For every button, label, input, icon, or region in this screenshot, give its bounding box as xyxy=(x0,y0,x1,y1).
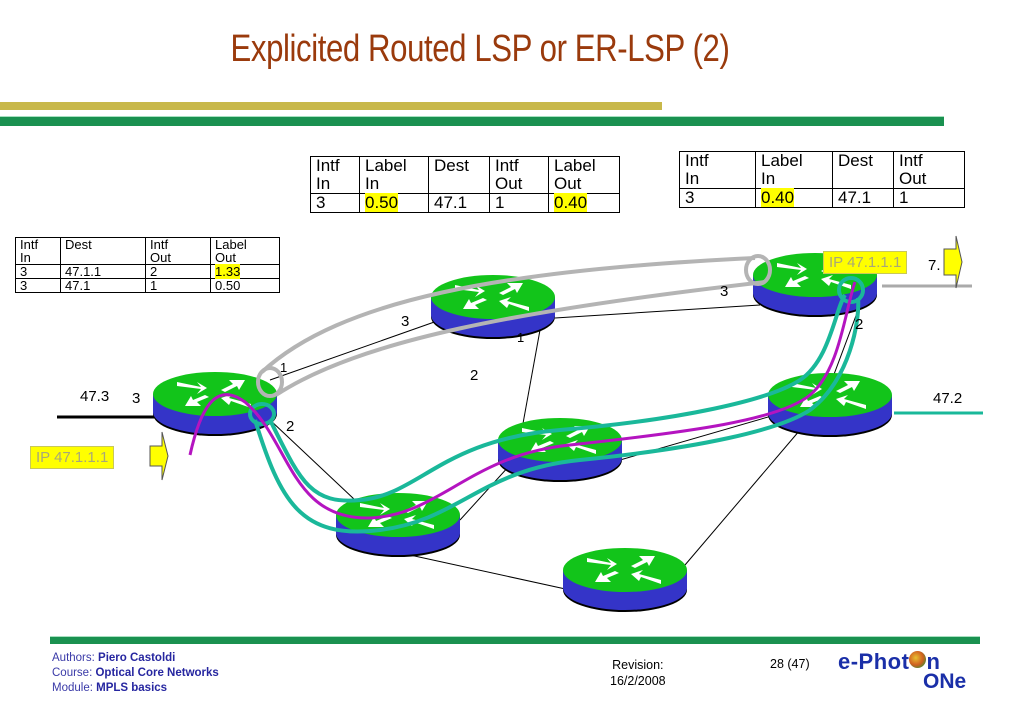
link-bottom-right xyxy=(684,429,801,566)
lsp-tunnel xyxy=(256,254,772,398)
cell-intf-out: 2 xyxy=(145,264,211,279)
port-core-in: 3 xyxy=(401,313,410,330)
port-ingress-out1: 1 xyxy=(280,360,288,375)
link-ingress-core xyxy=(269,319,441,381)
footer-bar xyxy=(50,636,980,644)
header-dest: Dest xyxy=(60,237,146,265)
arrow-in-icon xyxy=(149,431,169,481)
port-egress-in: 3 xyxy=(720,283,729,300)
link-core-center xyxy=(519,329,541,441)
title-underline-olive xyxy=(0,102,662,110)
link-egress-right xyxy=(829,304,861,386)
footer-course: Course: Optical Core Networks xyxy=(52,667,219,679)
port-ingress-out2: 2 xyxy=(286,418,295,435)
net-47-3-label: 47.3 xyxy=(80,388,110,405)
port-ingress-in: 3 xyxy=(132,390,141,407)
port-egress-down: 2 xyxy=(855,316,864,333)
cell-intf-in: 3 xyxy=(310,192,360,213)
header-dest: Dest xyxy=(428,156,490,194)
link-core-egress xyxy=(554,304,761,319)
cell-dest: 47.1 xyxy=(832,187,894,208)
table-row: 3 0.50 47.1 1 0.40 xyxy=(310,192,620,213)
footer-module: Module: MPLS basics xyxy=(52,682,168,694)
port-core-below: 2 xyxy=(470,367,479,384)
cell-label-out: 1.33 xyxy=(210,264,280,279)
slide-title: Explicited Routed LSP or ER-LSP (2) xyxy=(230,28,730,70)
highlighted-label: 1.33 xyxy=(215,264,241,279)
cell-label-out: 0.40 xyxy=(548,192,620,213)
table-row: 3 0.40 47.1 1 xyxy=(679,187,965,208)
router-right xyxy=(768,373,892,437)
footer-revision: Revision: 16/2/2008 xyxy=(610,658,666,688)
packet-out-label: IP 47.1.1.1 xyxy=(823,251,908,274)
router-bottom xyxy=(563,548,687,612)
table-row: 3 47.1.1 2 1.33 xyxy=(15,264,280,279)
link-lower-center xyxy=(459,464,511,521)
cell-intf-in: 3 xyxy=(15,264,61,279)
cell-label-out: 0.50 xyxy=(210,278,280,293)
net-47-1-label-partial: 7. xyxy=(928,257,941,274)
cell-label-in: 0.50 xyxy=(359,192,429,213)
packet-in-label: IP 47.1.1.1 xyxy=(30,446,115,469)
table-row: 3 47.1 1 0.50 xyxy=(15,278,280,293)
arrow-out-icon xyxy=(943,235,963,289)
port-core-out: 1 xyxy=(517,330,525,345)
explicit-route-path xyxy=(248,276,865,534)
net-47-2-label: 47.2 xyxy=(933,390,963,407)
cell-intf-in: 3 xyxy=(679,187,756,208)
globe-icon xyxy=(909,651,927,668)
cell-dest: 47.1 xyxy=(60,278,146,293)
cell-label-in: 0.40 xyxy=(755,187,833,208)
page-number: 28 (47) xyxy=(770,657,810,671)
title-underline-green xyxy=(0,116,944,126)
highlighted-label: 0.40 xyxy=(761,187,795,207)
cell-intf-out: 1 xyxy=(489,192,549,213)
link-ingress-lower xyxy=(269,419,356,501)
highlighted-label: 0.40 xyxy=(554,192,588,212)
cell-intf-out: 1 xyxy=(893,187,965,208)
footer-authors: Authors: Piero Castoldi xyxy=(52,652,176,664)
cell-dest: 47.1 xyxy=(428,192,490,213)
highlighted-label: 0.50 xyxy=(365,192,399,212)
cell-intf-in: 3 xyxy=(15,278,61,293)
packet-path xyxy=(188,281,857,520)
header-dest: Dest xyxy=(832,151,894,189)
link-lower-bottom xyxy=(409,554,571,591)
cell-intf-out: 1 xyxy=(145,278,211,293)
cell-dest: 47.1.1 xyxy=(60,264,146,279)
footer-credits: Authors: Piero Castoldi Course: Optical … xyxy=(52,651,219,696)
